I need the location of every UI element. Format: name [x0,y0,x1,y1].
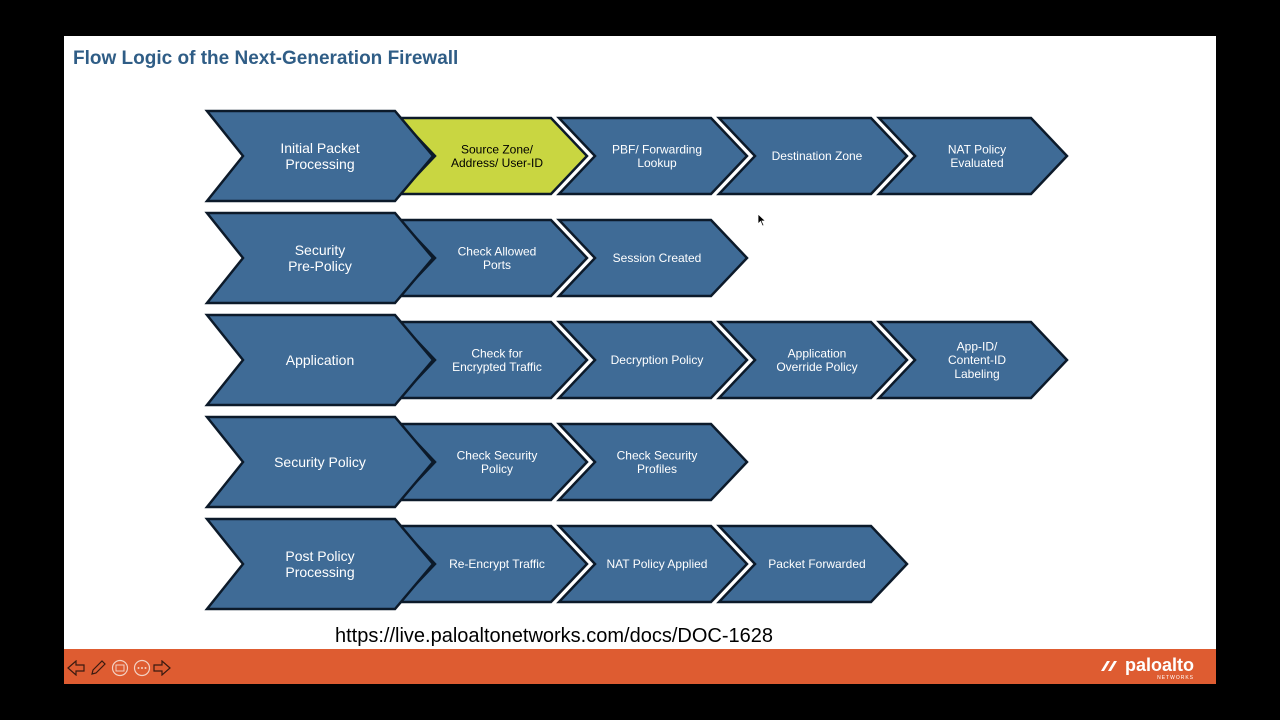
stage-label-line: Pre-Policy [288,258,352,274]
step-chevron [556,524,749,604]
back-arrow-icon[interactable] [66,659,86,677]
step-label-line: PBF/ Forwarding [612,142,702,156]
step-label: NAT Policy Applied [607,557,708,571]
mouse-cursor-icon [757,213,767,232]
step-label-line: Destination Zone [772,149,863,163]
step-chevron [716,116,909,196]
stage-label: Security Policy [274,454,366,470]
step-chevron [556,116,749,196]
stage-label-line: Processing [285,564,354,580]
step-label: Source Zone/Address/ User-ID [451,142,543,170]
step-label-line: Encrypted Traffic [452,360,542,374]
step-label: Packet Forwarded [768,557,865,571]
logo-text: paloalto [1124,655,1194,675]
step-label-line: Check for [471,346,522,360]
step-label: Re-Encrypt Traffic [449,557,545,571]
step-chevron [556,422,749,502]
step-label-line: Packet Forwarded [768,557,865,571]
step-label-line: Check Security [617,448,698,462]
step-label-line: Profiles [637,462,677,476]
forward-arrow-icon[interactable] [152,659,172,677]
step-label-line: Address/ User-ID [451,156,543,170]
step-label: Destination Zone [772,149,863,163]
stage-chevron [204,415,435,509]
slide: Flow Logic of the Next-Generation Firewa… [64,36,1216,684]
pen-icon[interactable] [88,659,108,677]
stage-chevron [204,109,435,203]
step-label-line: NAT Policy [948,142,1006,156]
step-chevron [396,320,589,400]
stage-label-line: Processing [285,156,354,172]
stage-label: Application [286,352,355,368]
step-label-line: NAT Policy Applied [607,557,708,571]
logo-tag: NETWORKS [1157,675,1194,681]
step-chevron [396,116,589,196]
step-label-line: Labeling [954,367,999,381]
step-label-line: Content-ID [948,353,1006,367]
step-chevron [396,218,589,298]
step-label-line: Evaluated [950,156,1003,170]
stage-label-line: Security [295,242,346,258]
slides-icon[interactable] [110,659,130,677]
source-url: https://live.paloaltonetworks.com/docs/D… [335,625,773,647]
step-label-line: Ports [483,258,511,272]
step-label-line: App-ID/ [957,339,998,353]
step-label-line: Session Created [613,251,702,265]
slide-title: Flow Logic of the Next-Generation Firewa… [73,48,459,69]
paloalto-logo: paloalto NETWORKS [1099,655,1194,681]
step-label-line: Source Zone/ [461,142,534,156]
stage-label-line: Initial Packet [280,140,359,156]
step-chevron [396,524,589,604]
step-chevron [556,320,749,400]
step-label-line: Check Security [457,448,538,462]
step-chevron [396,422,589,502]
step-label-line: Policy [481,462,513,476]
more-icon[interactable] [132,659,152,677]
step-chevron [556,218,749,298]
step-label-line: Application [788,346,847,360]
step-label-line: Override Policy [776,360,857,374]
stage-chevron [204,517,435,611]
step-chevron [876,116,1069,196]
stage-chevron [204,211,435,305]
step-chevron [876,320,1069,400]
paloalto-logo-icon [1100,660,1117,671]
step-label-line: Decryption Policy [611,353,704,367]
step-label: Session Created [613,251,702,265]
stage-label-line: Post Policy [285,548,354,564]
footer-bar: paloalto NETWORKS [64,649,1216,684]
step-label-line: Lookup [637,156,677,170]
stage-chevron [204,313,435,407]
step-label-line: Check Allowed [458,244,537,258]
step-label: Decryption Policy [611,353,704,367]
stage-label-line: Security Policy [274,454,366,470]
step-label-line: Re-Encrypt Traffic [449,557,545,571]
stage-label-line: Application [286,352,355,368]
step-chevron [716,320,909,400]
step-chevron [716,524,909,604]
